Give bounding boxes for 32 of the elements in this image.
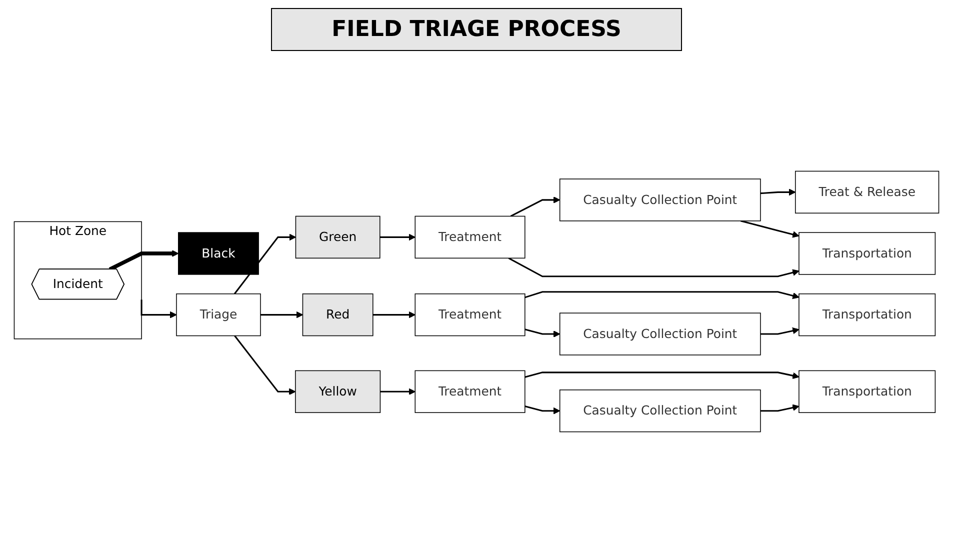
arrow <box>524 372 800 380</box>
arrow <box>760 404 800 412</box>
arrow <box>234 336 296 396</box>
node-box: Treatment <box>414 370 526 414</box>
arrow <box>524 406 560 415</box>
arrow <box>524 292 800 300</box>
arrow <box>380 234 416 242</box>
arrow <box>508 258 800 278</box>
node-box: Black <box>178 232 259 276</box>
node-box: Red <box>302 294 374 337</box>
arrow <box>260 312 304 319</box>
node-box: Casualty Collection Point <box>559 313 761 356</box>
arrow <box>524 329 560 338</box>
node-box: Yellow <box>295 370 381 414</box>
node-box: Casualty Collection Point <box>559 390 761 433</box>
arrow <box>140 300 177 319</box>
node-box: Green <box>295 216 380 260</box>
arrow <box>760 189 796 196</box>
node-box: Transportation <box>798 370 936 414</box>
node-box: Transportation <box>798 232 936 276</box>
arrow <box>372 312 416 319</box>
arrow <box>740 220 800 238</box>
arrow <box>760 328 800 336</box>
node-box: Transportation <box>798 294 936 337</box>
node-box: Treatment <box>414 216 526 260</box>
arrow <box>510 197 560 218</box>
node-box: Treat & Release <box>795 171 940 214</box>
title: FIELD TRIAGE PROCESS <box>270 8 682 51</box>
arrow <box>380 388 416 396</box>
node-box: Triage <box>176 294 261 337</box>
node-box: Treatment <box>414 294 526 337</box>
node-box: Casualty Collection Point <box>559 179 761 222</box>
